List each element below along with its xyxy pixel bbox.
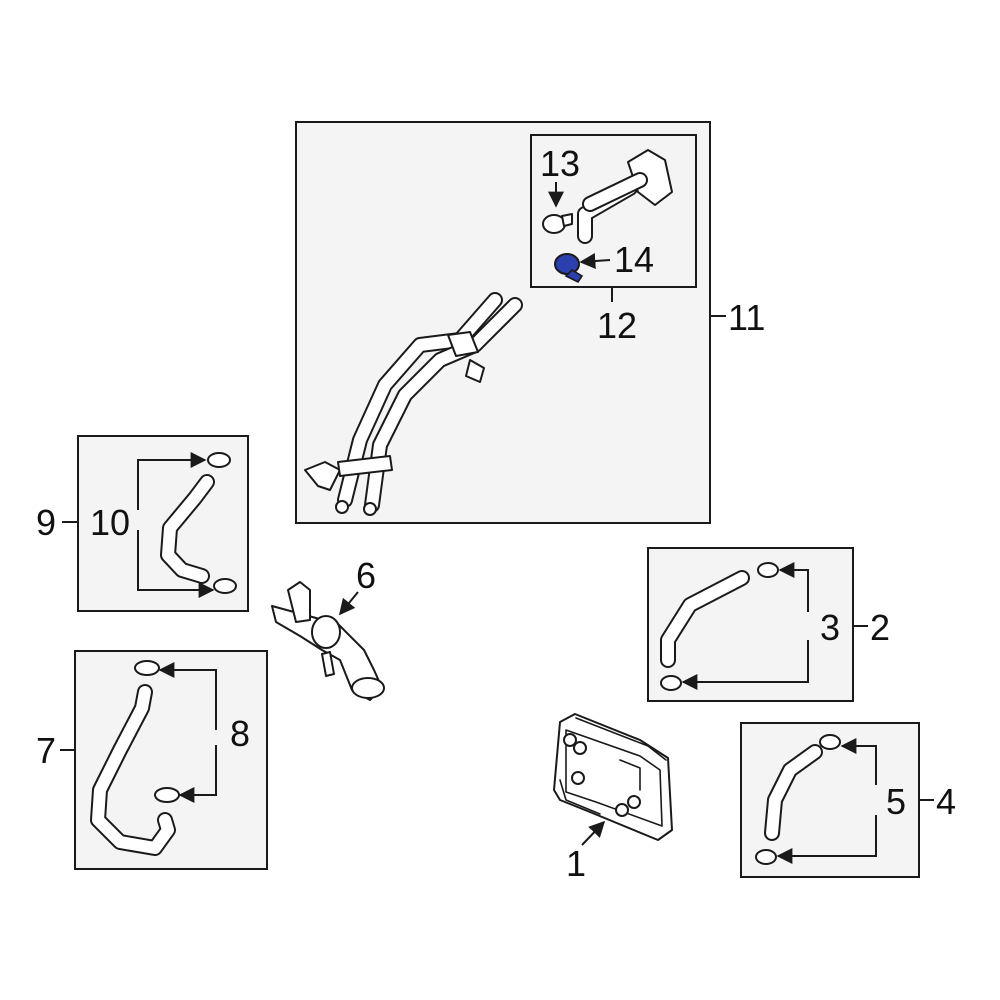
leader-8-lower [178, 745, 217, 803]
callout-14: 14 [614, 239, 654, 280]
leader-3-lower [681, 640, 809, 690]
callout-13: 13 [540, 143, 580, 184]
heater-hose-3 [660, 562, 779, 691]
callout-2: 2 [870, 607, 890, 648]
leader-8-upper [158, 662, 217, 730]
callout-10: 10 [90, 502, 130, 543]
callout-1: 1 [566, 843, 586, 884]
heater-hose-10 [160, 452, 237, 594]
callout-8: 8 [230, 713, 250, 754]
oil-cooler-1 [553, 713, 673, 841]
callout-9: 9 [36, 502, 56, 543]
hose-clamp-14-highlighted [554, 253, 584, 284]
water-outlet-housing-6 [271, 581, 385, 701]
callout-11: 11 [728, 297, 765, 338]
callout-7: 7 [36, 730, 56, 771]
reservoir-hose [577, 149, 673, 244]
leader-5-lower [776, 815, 877, 864]
leader-5-upper [840, 738, 877, 785]
callout-4: 4 [936, 781, 956, 822]
leader-10-lower [137, 530, 215, 598]
callout-5: 5 [886, 781, 906, 822]
callout-12: 12 [597, 305, 637, 346]
heater-hose-8 [90, 660, 180, 856]
heater-hose-5 [755, 734, 841, 865]
leader-6 [338, 591, 359, 616]
leader-1 [581, 820, 606, 846]
leader-14 [579, 253, 611, 269]
coolant-pipe-assembly [304, 292, 523, 516]
callout-6: 6 [356, 555, 376, 596]
leader-3-upper [778, 562, 809, 612]
hose-clamp-13 [542, 213, 573, 234]
leader-10-upper [137, 452, 207, 510]
callout-3: 3 [820, 607, 840, 648]
